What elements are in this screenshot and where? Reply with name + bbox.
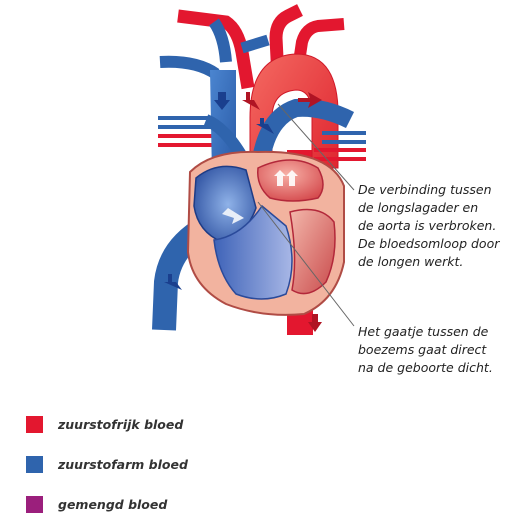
annotation-hole: Het gaatje tussen de boezems gaat direct… (358, 323, 493, 377)
annotation-line: de longslagader en (358, 199, 499, 217)
legend-item-mixed: gemengd bloed (26, 495, 167, 513)
legend-swatch (26, 416, 43, 433)
legend-label: gemengd bloed (58, 497, 167, 512)
legend-label: zuurstofrijk bloed (58, 417, 183, 432)
legend-item-oxygen-rich: zuurstofrijk bloed (26, 415, 183, 433)
annotation-line: De verbinding tussen (358, 181, 499, 199)
annotation-line: boezems gaat direct (358, 341, 493, 359)
legend-swatch (26, 496, 43, 513)
legend-label: zuurstofarm bloed (58, 457, 188, 472)
annotation-line: Het gaatje tussen de (358, 323, 493, 341)
annotation-line: na de geboorte dicht. (358, 359, 493, 377)
annotation-line: de longen werkt. (358, 253, 499, 271)
annotation-line: de aorta is verbroken. (358, 217, 499, 235)
legend-swatch (26, 456, 43, 473)
annotation-line: De bloedsomloop door (358, 235, 499, 253)
legend-item-oxygen-poor: zuurstofarm bloed (26, 455, 188, 473)
annotation-connection: De verbinding tussen de longslagader en … (358, 181, 499, 271)
